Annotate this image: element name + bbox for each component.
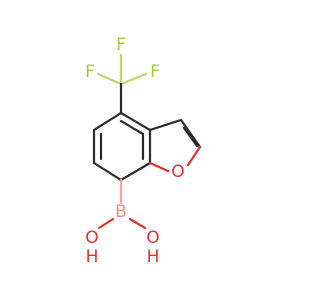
atom-h-left: H — [86, 247, 99, 267]
bond-c3-c2-inner — [182, 126, 199, 148]
bond-b-o-right — [128, 217, 147, 230]
bond-o-c7a — [148, 161, 170, 173]
molecule-structure: F F F O B O H O H — [85, 35, 202, 267]
atom-o-ring: O — [171, 162, 184, 182]
atom-f-top: F — [116, 35, 126, 55]
bond-c7-c7a — [119, 161, 152, 182]
bond-c3-c2 — [179, 118, 202, 149]
bond-b-o-left — [97, 217, 115, 230]
atom-o-right: O — [146, 228, 159, 248]
bond-c4-c5 — [92, 111, 123, 132]
bond-c-f2 — [96, 72, 123, 86]
bond-c-f3 — [119, 72, 148, 86]
bond-c3a-c4 — [119, 111, 152, 132]
atom-b: B — [115, 202, 127, 222]
bond-c2-o — [186, 145, 202, 167]
bond-c3a-c3 — [148, 118, 183, 132]
atom-f-left: F — [85, 62, 95, 82]
bond-c6-c7 — [92, 161, 123, 182]
bond-c3a-c4-inner — [119, 119, 145, 136]
atom-o-left: O — [85, 228, 98, 248]
atom-f-right: F — [150, 62, 160, 82]
atom-h-right: H — [147, 247, 160, 267]
